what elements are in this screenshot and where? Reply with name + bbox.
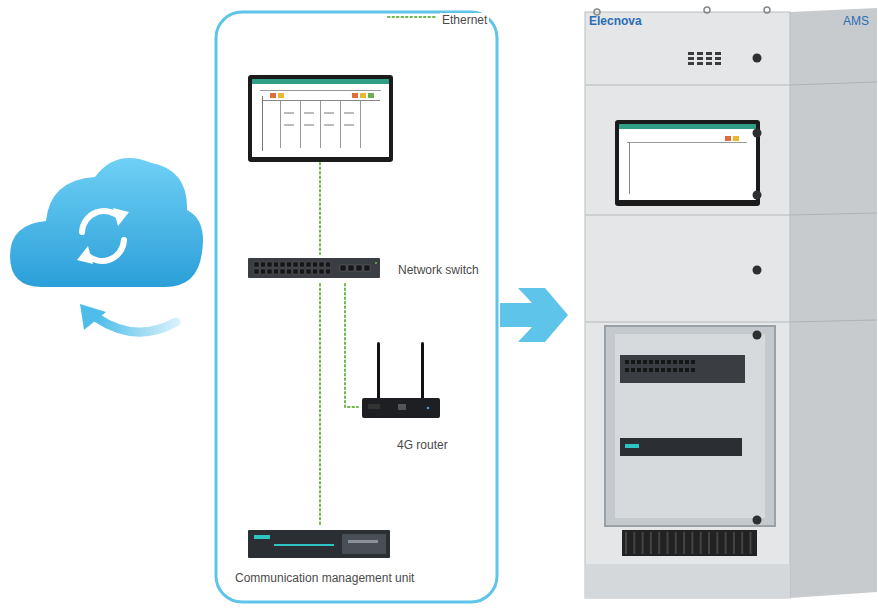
- device-node: Elecnova AMS: [585, 8, 877, 600]
- device-node: Communication management unit: [232, 526, 416, 590]
- device-label: Network switch: [398, 263, 479, 277]
- upload-arrowhead: [80, 304, 106, 330]
- brand-label: Elecnova: [589, 14, 642, 28]
- device-node: 4G router: [358, 338, 450, 456]
- upload-arrow: [97, 318, 176, 332]
- ethernet-line: [319, 163, 321, 254]
- device-label: 4G router: [397, 438, 448, 452]
- ethernet-connector: [319, 284, 321, 526]
- device-label: Communication management unit: [235, 571, 414, 585]
- legend-sample-line: [388, 16, 436, 18]
- cabinet-label: AMS: [843, 14, 869, 28]
- legend-entry: Ethernet: [440, 10, 489, 28]
- ams-cabinet: [585, 8, 877, 600]
- big-arrow: [500, 288, 568, 342]
- ethernet-connector: [345, 284, 358, 407]
- sync-arrowhead: [77, 246, 93, 264]
- legend-text: Ethernet: [440, 13, 489, 27]
- device-node: Network switch: [248, 254, 484, 284]
- sync-arrowhead: [113, 208, 129, 226]
- touch-monitor: [248, 75, 393, 162]
- system-panel: [216, 12, 497, 602]
- cloud: [10, 158, 203, 287]
